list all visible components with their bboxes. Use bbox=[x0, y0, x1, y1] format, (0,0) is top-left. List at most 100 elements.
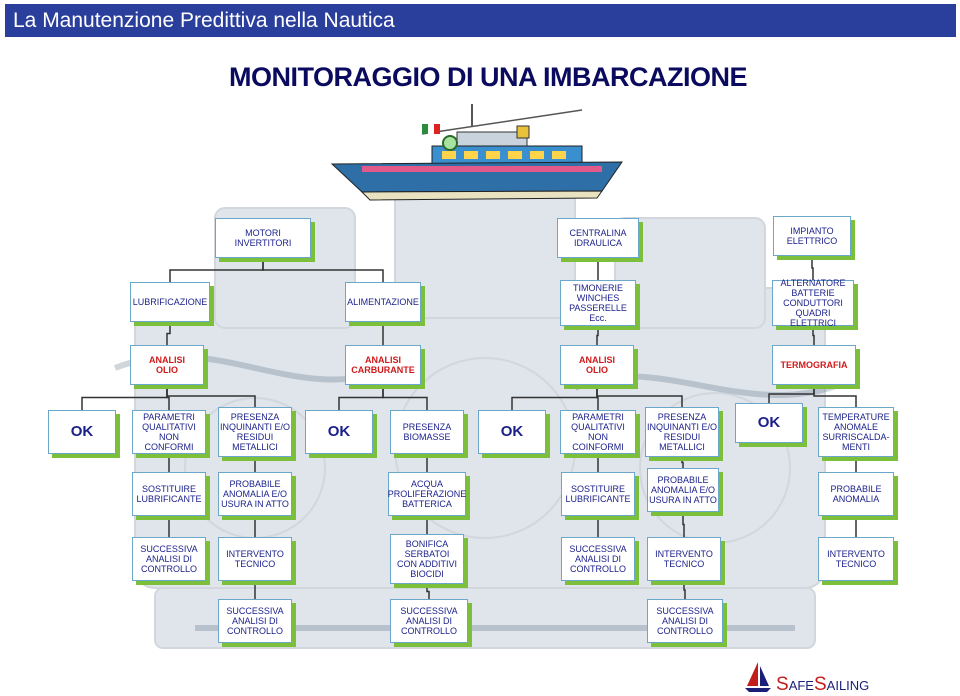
connector-line bbox=[596, 385, 683, 407]
connector-line bbox=[166, 322, 171, 345]
boat-image bbox=[330, 104, 623, 201]
safesailing-logo: SAFESAILING bbox=[776, 674, 870, 695]
slide-title: MONITORAGGIO DI UNA IMBARCAZIONE bbox=[229, 62, 748, 92]
connector-line bbox=[169, 258, 264, 282]
node-ok: OK bbox=[735, 403, 803, 443]
header-text: La Manutenzione Predittiva nella Nautica bbox=[13, 9, 395, 32]
connector-line bbox=[682, 512, 685, 537]
connector-line bbox=[811, 256, 814, 280]
connector-line bbox=[596, 326, 599, 345]
logo-letter: S bbox=[776, 674, 789, 695]
connector-line bbox=[166, 385, 256, 407]
connector-line bbox=[262, 258, 384, 282]
node-alimentazione: ALIMENTAZIONE bbox=[345, 282, 421, 322]
connector-line bbox=[681, 457, 684, 468]
connector-line bbox=[81, 385, 168, 410]
node-text: TERMOGRAFIA bbox=[780, 360, 848, 370]
node-text: OK bbox=[70, 423, 94, 440]
safesailing-logo-icon bbox=[745, 662, 771, 692]
node-ok: OK bbox=[48, 410, 116, 454]
connector-line bbox=[382, 385, 428, 410]
connector-line bbox=[338, 385, 384, 410]
header-bar: La Manutenzione Predittiva nella Nautica bbox=[5, 4, 956, 37]
node-termografia: TERMOGRAFIA bbox=[772, 345, 856, 385]
node-text: OK bbox=[757, 414, 781, 431]
logo-text: AILING bbox=[826, 678, 870, 693]
connector-line bbox=[768, 385, 815, 403]
logo-text: AFE bbox=[788, 678, 814, 693]
node-text: ALIMENTAZIONE bbox=[347, 297, 419, 307]
connector-line bbox=[683, 581, 686, 599]
connector-line bbox=[812, 326, 815, 345]
node-text: LUBRIFICAZIONE bbox=[132, 297, 208, 307]
node-ok: OK bbox=[305, 410, 373, 454]
connector-line bbox=[813, 385, 857, 407]
node-ok: OK bbox=[478, 410, 546, 454]
node-text: OK bbox=[327, 423, 351, 440]
connector-line bbox=[511, 385, 598, 410]
connector-line bbox=[426, 584, 430, 599]
node-text: OK bbox=[500, 423, 524, 440]
node-lubrificazione: LUBRIFICAZIONE bbox=[130, 282, 210, 322]
logo-letter: S bbox=[813, 674, 827, 695]
